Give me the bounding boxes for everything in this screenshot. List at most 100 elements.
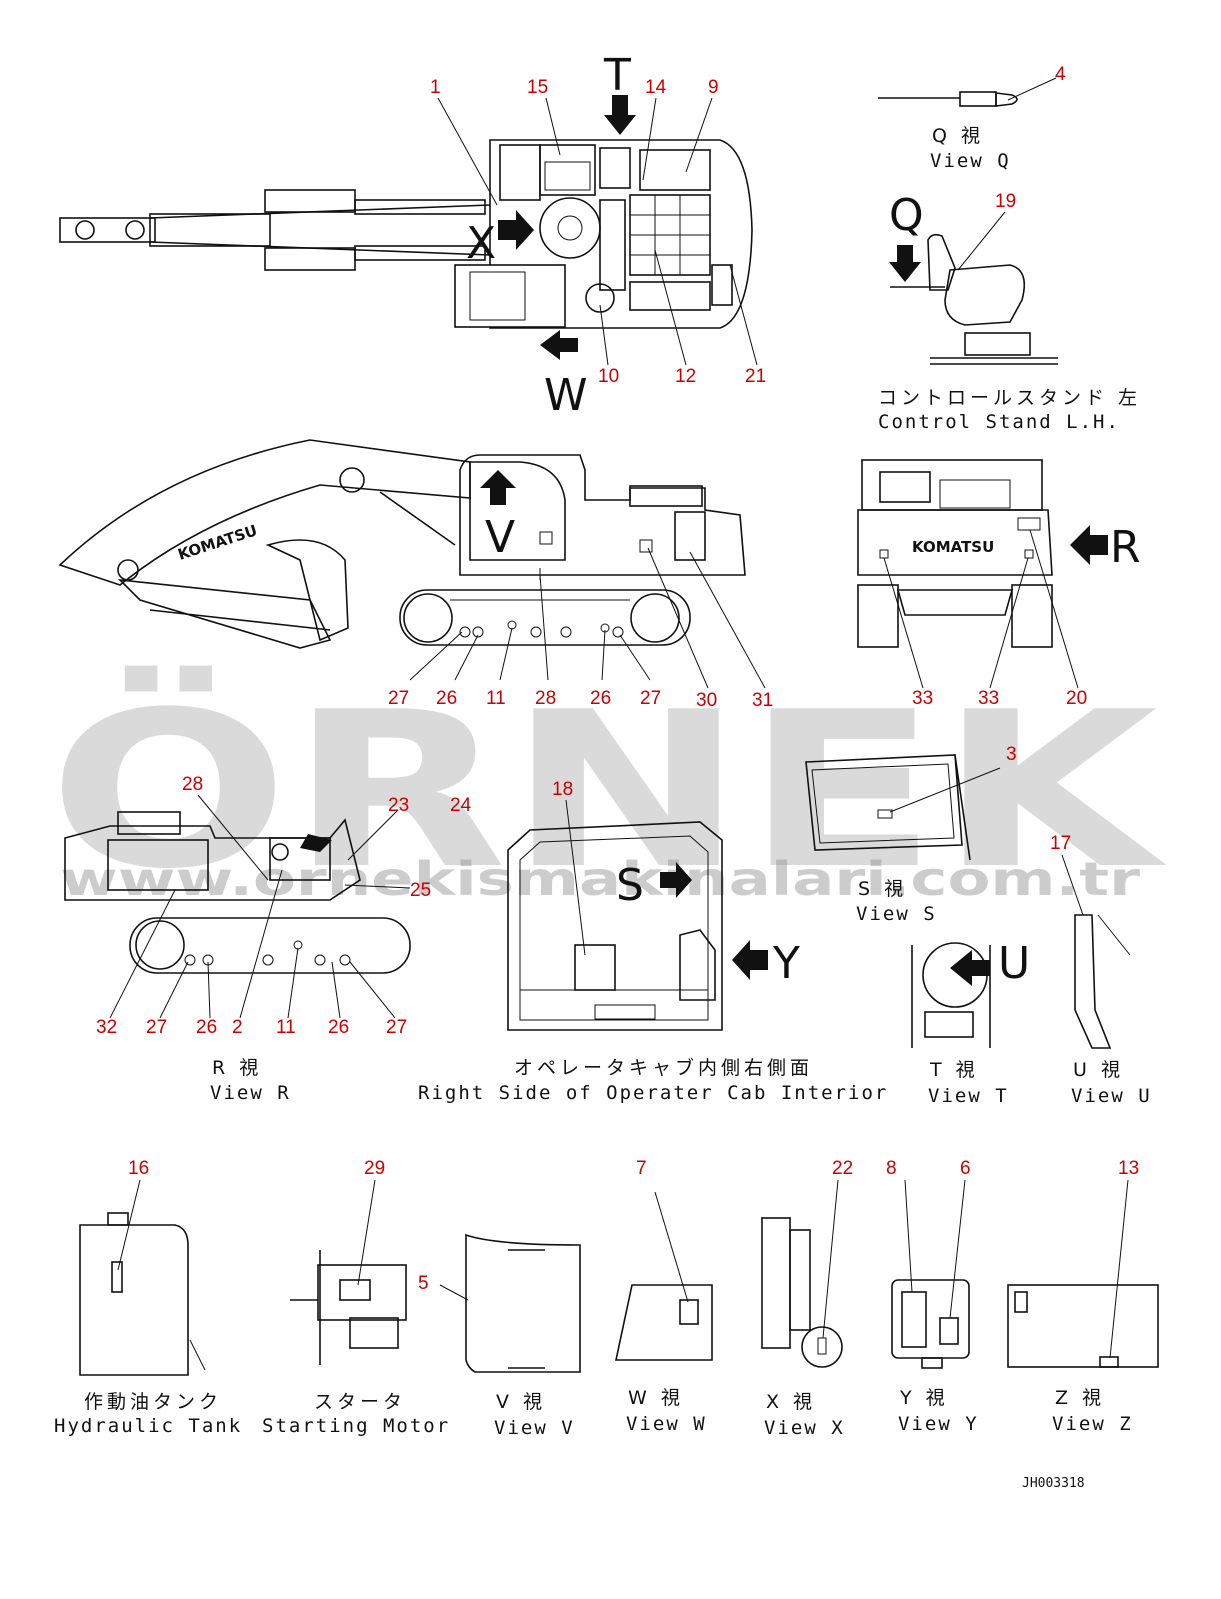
callout-5: 5 <box>418 1273 429 1294</box>
callout-11-side: 11 <box>486 688 506 709</box>
view-z-drawing <box>1007 1179 1159 1368</box>
callout-10: 10 <box>598 366 619 387</box>
caption-view-t-jp: T 視 <box>929 1059 979 1081</box>
starting-motor-drawing <box>290 1179 407 1365</box>
drawing-code: JH003318 <box>1022 1476 1085 1491</box>
view-r-drawing <box>64 794 411 1019</box>
cab-interior-drawing <box>507 799 768 1031</box>
direction-letter-r: R <box>1110 522 1141 573</box>
caption-control-stand-en: Control Stand L.H. <box>878 411 1120 433</box>
callout-3: 3 <box>1006 744 1017 765</box>
caption-view-v-en: View V <box>494 1417 575 1439</box>
view-q-drawing <box>878 77 1057 107</box>
caption-view-w-en: View W <box>626 1413 707 1435</box>
caption-cab-interior-en: Right Side of Operater Cab Interior <box>418 1082 888 1104</box>
caption-hydraulic-tank-jp: 作動油タンク <box>84 1391 222 1413</box>
callout-30: 30 <box>696 690 717 711</box>
callout-27-view-r-right: 27 <box>386 1017 407 1038</box>
caption-view-y-en: View Y <box>898 1413 979 1435</box>
view-x-drawing <box>761 1179 843 1368</box>
callout-11-view-r: 11 <box>276 1017 296 1038</box>
boom-brand-text: KOMATSU <box>176 521 260 564</box>
view-u-drawing <box>1061 854 1131 1049</box>
direction-letter-w: W <box>544 370 588 421</box>
watermark: ÖRNEK www.ornekismakinalari.com.tr <box>48 665 1168 916</box>
callout-31: 31 <box>752 690 773 711</box>
callout-26-view-r-right: 26 <box>328 1017 349 1038</box>
caption-view-q-en: View Q <box>930 150 1011 172</box>
caption-control-stand-jp: コントロールスタンド 左 <box>878 387 1141 409</box>
callout-21: 21 <box>745 366 766 387</box>
callout-16: 16 <box>128 1158 149 1179</box>
caption-view-x-en: View X <box>764 1417 845 1439</box>
view-w-drawing <box>615 1191 713 1361</box>
control-stand-drawing <box>889 211 1058 365</box>
callout-26-side-right: 26 <box>590 688 611 709</box>
caption-starting-motor-jp: スタータ <box>314 1391 406 1413</box>
caption-view-q-jp: Q 視 <box>932 125 984 147</box>
caption-view-u-en: View U <box>1071 1085 1152 1107</box>
hydraulic-tank-drawing <box>79 1179 206 1376</box>
callout-12: 12 <box>675 366 696 387</box>
callout-28-side: 28 <box>535 688 556 709</box>
direction-letter-v: V <box>485 512 515 563</box>
view-t-drawing <box>911 942 991 1048</box>
callout-6: 6 <box>960 1158 971 1179</box>
caption-view-z-jp: Z 視 <box>1055 1387 1105 1409</box>
caption-cab-interior-jp: オペレータキャブ内側右側面 <box>514 1056 813 1079</box>
caption-view-z-en: View Z <box>1052 1413 1133 1435</box>
caption-view-t-en: View T <box>928 1085 1009 1107</box>
leaders-side <box>409 547 766 689</box>
callout-15: 15 <box>527 77 548 98</box>
caption-view-r-jp: R 視 <box>212 1057 262 1079</box>
rear-view: KOMATSU <box>857 459 1108 689</box>
watermark-logo: ÖRNEK <box>48 665 1168 916</box>
caption-view-s-jp: S 視 <box>858 878 907 900</box>
callout-26-side-left: 26 <box>436 688 457 709</box>
callout-27-side-right: 27 <box>640 688 661 709</box>
direction-letter-t: T <box>603 50 631 101</box>
caption-starting-motor-en: Starting Motor <box>262 1415 450 1437</box>
callout-27-view-r-left: 27 <box>146 1017 167 1038</box>
caption-view-w-jp: W 視 <box>628 1387 684 1409</box>
callout-20: 20 <box>1066 688 1087 709</box>
callout-7: 7 <box>636 1158 647 1179</box>
callout-17: 17 <box>1050 833 1071 854</box>
view-s-drawing <box>805 754 1001 861</box>
direction-letter-x: X <box>466 218 496 269</box>
direction-letter-s: S <box>616 860 644 911</box>
rear-brand-text: KOMATSU <box>912 538 994 556</box>
callout-1: 1 <box>430 77 441 98</box>
callout-22: 22 <box>832 1158 853 1179</box>
callout-24: 24 <box>450 795 472 816</box>
callout-4: 4 <box>1055 64 1066 85</box>
callout-8: 8 <box>886 1158 897 1179</box>
callout-32: 32 <box>96 1017 117 1038</box>
direction-letter-u: U <box>998 938 1030 989</box>
callout-23: 23 <box>388 795 409 816</box>
view-v-drawing <box>439 1233 581 1373</box>
callout-numbers: 1 15 14 9 4 19 10 12 21 27 26 11 28 26 2… <box>96 64 1139 1294</box>
caption-view-s-en: View S <box>856 903 937 925</box>
callout-14: 14 <box>645 77 667 98</box>
caption-view-r-en: View R <box>210 1082 291 1104</box>
caption-hydraulic-tank-en: Hydraulic Tank <box>54 1415 242 1437</box>
direction-letter-y: Y <box>772 938 800 989</box>
side-view: KOMATSU <box>58 439 746 649</box>
view-y-drawing <box>891 1179 970 1369</box>
caption-view-v-jp: V 視 <box>496 1391 546 1413</box>
callout-33-left: 33 <box>912 688 933 709</box>
watermark-url: www.ornekismakinalari.com.tr <box>60 852 1140 906</box>
callout-26-view-r-left: 26 <box>196 1017 217 1038</box>
callout-33-right: 33 <box>978 688 999 709</box>
callout-18: 18 <box>552 779 573 800</box>
caption-view-x-jp: X 視 <box>766 1391 816 1413</box>
callout-9: 9 <box>708 77 719 98</box>
caption-view-u-jp: U 視 <box>1073 1059 1124 1081</box>
callout-25: 25 <box>410 880 431 901</box>
callout-29: 29 <box>364 1158 385 1179</box>
callout-27-side-left: 27 <box>388 688 409 709</box>
leaders-top <box>437 97 758 366</box>
top-view <box>59 95 753 360</box>
